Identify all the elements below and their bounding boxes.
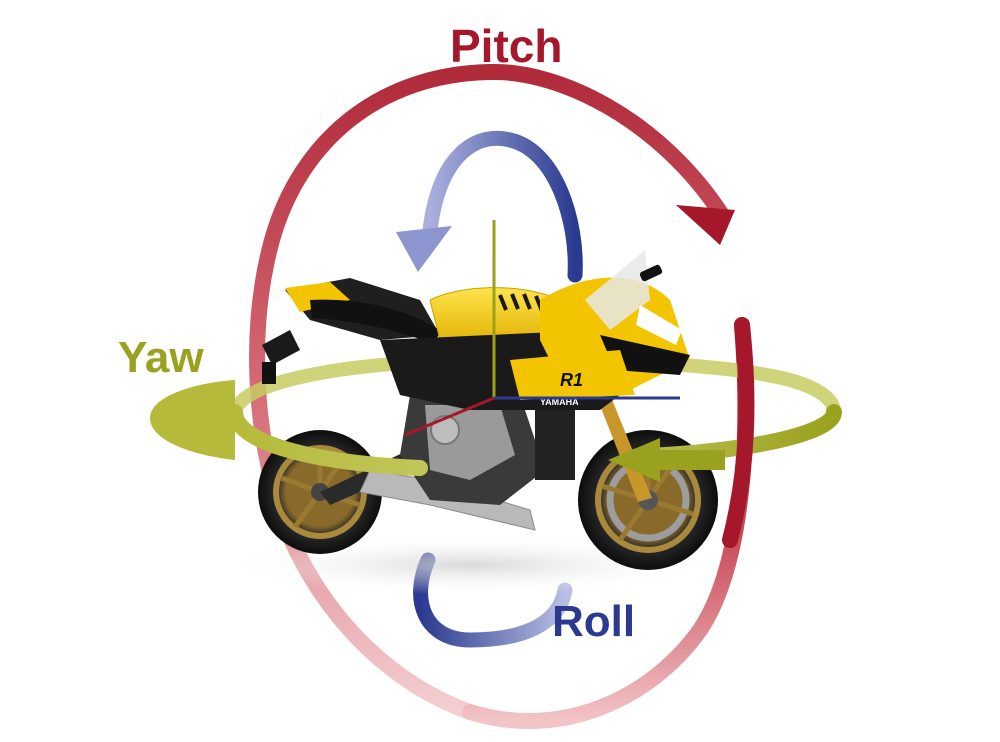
pitch-axis-line bbox=[404, 396, 495, 437]
yaw-arrow-icon bbox=[608, 438, 660, 482]
roll-arc-upper bbox=[422, 130, 583, 283]
brand-text: YAMAHA bbox=[540, 397, 579, 407]
pitch-arc-upper bbox=[249, 63, 730, 720]
pitch-arc-front bbox=[722, 317, 755, 548]
ground-shadow bbox=[220, 535, 720, 595]
roll-label: Roll bbox=[552, 597, 635, 646]
motorcycle: R1 YAMAHA bbox=[220, 250, 720, 595]
seat bbox=[310, 299, 440, 345]
roll-arc-lower bbox=[413, 552, 573, 648]
pitch-label: Pitch bbox=[450, 20, 562, 72]
side-panel bbox=[510, 350, 635, 400]
engine bbox=[400, 395, 545, 505]
yaw-ring bbox=[150, 380, 842, 482]
yaw-arrow-shaft bbox=[655, 450, 725, 470]
roll-ring bbox=[396, 130, 583, 648]
model-badge: R1 bbox=[560, 370, 583, 390]
yaw-label: Yaw bbox=[118, 333, 204, 382]
yaw-arc-left bbox=[150, 380, 235, 460]
pitch-arrow-icon bbox=[676, 205, 735, 245]
axis-lines bbox=[404, 220, 680, 437]
roll-arrow-icon bbox=[396, 226, 452, 272]
radiator bbox=[535, 410, 575, 480]
